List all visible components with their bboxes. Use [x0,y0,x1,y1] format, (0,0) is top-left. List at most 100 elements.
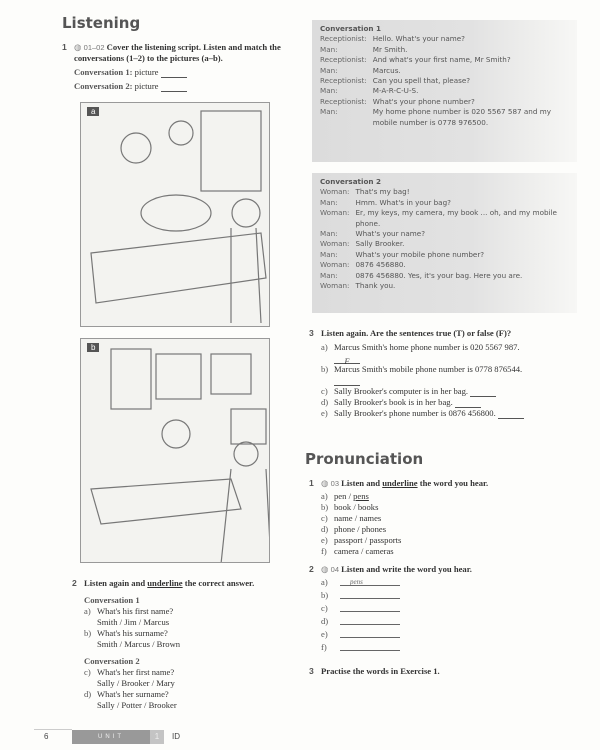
utterance: What's your mobile phone number? [355,249,485,259]
true-false-item: d)Sally Brooker's book is in her bag. [321,397,586,408]
word-option[interactable]: book [334,502,352,512]
utterance: Hmm. What's in your bag? [355,197,451,207]
speaker: Man: [320,197,338,207]
exercise-3: 3 Listen again. Are the sentences true (… [309,328,586,419]
utterance: M-A-R-C-U-S. [372,86,419,96]
answer-line[interactable] [340,642,400,651]
answer-options[interactable]: Smith / Marcus / Brown [97,639,181,649]
write-item: c) [321,603,586,616]
speaker: Receptionist: [320,76,367,86]
word-option[interactable]: passport [334,535,363,545]
word-pair: d)phone / phones [321,524,387,534]
question-item: a)What's his first name?Smith / Jim / Ma… [84,606,174,627]
utterance: Can you spell that, please? [372,76,471,86]
word-option[interactable]: phone [334,524,356,534]
speaker: Woman: [320,187,350,197]
word-option[interactable]: pen [334,491,347,501]
script-line: Man: What's your mobile phone number? [320,250,569,260]
answer-line[interactable] [340,616,400,625]
word-pair: f)camera / cameras [321,546,394,556]
speaker: Receptionist: [320,34,367,44]
utterance: Marcus. [372,65,401,75]
speaker: Woman: [320,208,350,218]
pron-exercise-1: 1 ◍ 03 Listen and underline the word you… [309,478,586,557]
answer-options[interactable]: Sally / Potter / Brooker [97,700,177,710]
exercise-1: 1 ◍ 01–02 Cover the listening script. Li… [62,42,299,92]
section-title-pronunciation: Pronunciation [305,450,424,468]
utterance: Mr Smith. [372,44,408,54]
write-item: b) [321,590,586,603]
word-option[interactable]: camera [334,546,359,556]
word-option[interactable]: pens [353,491,369,501]
true-false-item: b)Marcus Smith's mobile phone number is … [321,364,586,386]
word-pair: a)pen / pens [321,491,369,501]
speaker: Receptionist: [320,55,367,65]
answer-line[interactable] [340,603,400,612]
audio-icon: ◍ [321,564,329,574]
word-pair: e)passport / passports [321,535,402,545]
answer-options[interactable]: Smith / Jim / Marcus [97,617,170,627]
script-line: Man: Marcus. [320,66,569,76]
conversation-1-script: Conversation 1 Receptionist:Hello. What'… [312,20,577,162]
script-line: Man:0876 456880. Yes, it's your bag. Her… [320,271,569,281]
speaker: Man: [320,107,338,117]
answer-blank[interactable] [497,411,524,419]
word-pair: b)book / books [321,502,379,512]
answer-line[interactable]: pens [340,577,400,586]
answer-line[interactable] [340,629,400,638]
script-line: Receptionist:And what's your first name,… [320,55,569,65]
speaker: Woman: [320,281,350,291]
write-item: d) [321,616,586,629]
script-line: Woman:0876 456880. [320,260,569,270]
question-item: c)What's her first name?Sally / Brooker … [84,667,175,688]
write-item: f) [321,642,586,655]
pron-exercise-3: 3 Practise the words in Exercise 1. [309,666,440,676]
write-item: e) [321,629,586,642]
police-station-illustration [90,110,267,324]
speaker: Man: [320,44,338,54]
script-line: Woman: That's my bag! [320,187,569,197]
word-option[interactable]: phones [361,524,387,534]
answer-options[interactable]: Sally / Brooker / Mary [97,678,175,688]
utterance: Thank you. [355,281,396,291]
script-line: Man: Mr Smith. [320,45,569,55]
answer-blank[interactable] [160,70,187,78]
speaker: Woman: [320,260,350,270]
speaker: Receptionist: [320,96,367,106]
script-line: Woman:Er, my keys, my camera, my book ..… [320,208,569,229]
answer-line[interactable] [340,590,400,599]
speaker: Man: [320,65,338,75]
answer-blank[interactable] [160,84,187,92]
answer-blank[interactable] [334,378,360,386]
pron-exercise-2: 2 ◍ 04 Listen and write the word you hea… [309,564,586,655]
speaker: Man: [320,86,338,96]
answer-blank[interactable] [470,389,497,397]
speaker: Man: [320,270,338,280]
script-line: Receptionist: What's your phone number? [320,97,569,107]
utterance: What's your phone number? [372,96,475,106]
word-option[interactable]: books [357,502,379,512]
answer-blank[interactable] [454,400,481,408]
answer-blank[interactable]: F [334,356,360,366]
section-title-listening: Listening [62,14,141,32]
word-option[interactable]: names [359,513,382,523]
speaker: Man: [320,249,338,259]
script-line: Receptionist: Can you spell that, please? [320,76,569,86]
true-false-item: e)Sally Brooker's phone number is 0876 4… [321,408,586,419]
exercise-2: 2 Listen again and underline the correct… [72,578,299,711]
utterance: What's your name? [355,229,426,239]
conversation-2-script: Conversation 2 Woman:That's my bag!Man:H… [312,173,577,313]
script-lines: Woman: That's my bag! Man: Hmm. What's in y… [320,187,569,291]
speaker: Woman: [320,239,350,249]
word-option[interactable]: cameras [365,546,394,556]
match-item: Conversation 2: picture [74,81,299,92]
word-option[interactable]: passports [369,535,402,545]
utterance: Sally Brooker. [355,239,405,249]
audio-icon: ◍ [74,42,82,52]
utterance: That's my bag! [355,187,410,197]
script-line: Man: Hmm. What's in your bag? [320,198,569,208]
picture-a-illustration: a [80,102,270,327]
match-item: Conversation 1: picture [74,67,299,78]
script-lines: Receptionist:Hello. What's your name?Man… [320,34,569,128]
word-option[interactable]: name [334,513,353,523]
